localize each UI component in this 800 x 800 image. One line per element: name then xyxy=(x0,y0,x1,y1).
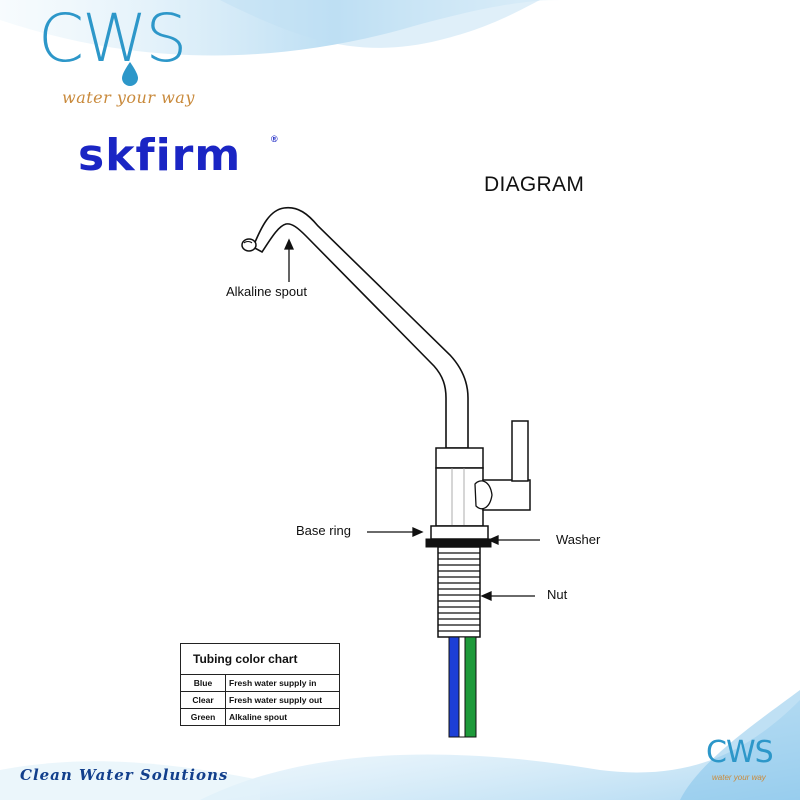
footer-slogan: Clean Water Solutions xyxy=(20,766,229,784)
bottom-right-wave xyxy=(680,690,800,800)
shank-threads xyxy=(438,552,480,632)
handle-lever xyxy=(511,420,529,482)
blue-tube xyxy=(448,636,460,738)
tube-color: Blue xyxy=(180,674,226,692)
top-wave-streak xyxy=(220,0,540,48)
label-washer: Washer xyxy=(556,532,601,547)
table-row: Clear Fresh water supply out xyxy=(180,691,340,709)
tube-use: Fresh water supply in xyxy=(225,674,340,692)
washer xyxy=(425,538,492,548)
clear-tube xyxy=(458,636,466,738)
callout-arrows xyxy=(283,238,540,602)
tubing-color-chart: Tubing color chart Blue Fresh water supp… xyxy=(180,643,340,726)
tubing-chart-title: Tubing color chart xyxy=(180,643,340,675)
tube-use: Fresh water supply out xyxy=(225,691,340,709)
registered-mark: ® xyxy=(271,134,278,144)
green-tube xyxy=(464,636,477,738)
cws-logo: CWS xyxy=(38,0,187,77)
label-nut: Nut xyxy=(547,587,568,602)
tube-use: Alkaline spout xyxy=(225,708,340,726)
table-row: Green Alkaline spout xyxy=(180,708,340,726)
threaded-shank xyxy=(437,546,481,638)
faucet-body-collar xyxy=(435,447,484,469)
tube-color: Green xyxy=(180,708,226,726)
spout-tube xyxy=(251,206,469,449)
label-base-ring: Base ring xyxy=(296,523,351,538)
table-row: Blue Fresh water supply in xyxy=(180,674,340,692)
water-drop-icon xyxy=(122,62,138,86)
bottom-wave xyxy=(200,700,800,800)
tube-color: Clear xyxy=(180,691,226,709)
brand-logo: skfirm xyxy=(78,130,242,181)
diagram-title: DIAGRAM xyxy=(484,173,585,196)
cws-tagline: water your way xyxy=(62,88,195,107)
spout-tip xyxy=(241,238,257,252)
bottom-left-wave xyxy=(0,761,260,800)
footer-cws-logo: CWS xyxy=(706,735,774,770)
base-ring xyxy=(430,525,489,540)
footer-cws-tagline: water your way xyxy=(712,773,766,782)
label-alkaline-spout: Alkaline spout xyxy=(226,284,307,299)
